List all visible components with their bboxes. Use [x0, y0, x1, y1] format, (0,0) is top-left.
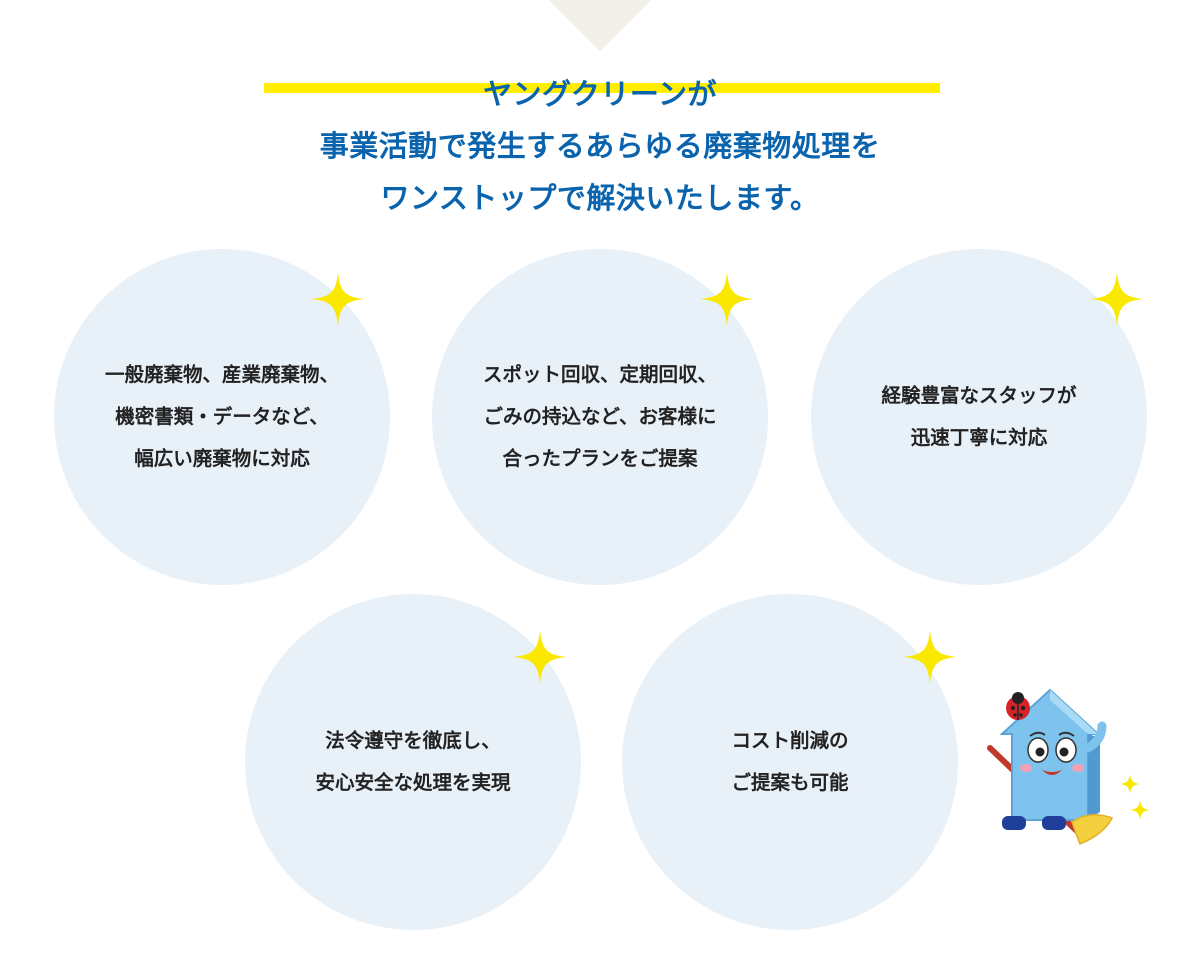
feature-3-line-1: 経験豊富なスタッフが: [881, 384, 1077, 407]
house-mascot-icon: [987, 688, 1150, 845]
feature-2-line-1: スポット回収、定期回収、: [482, 363, 717, 386]
headline-line-3: ワンストップで解決いたします。: [380, 181, 820, 215]
section-notch: [547, 0, 653, 52]
feature-text-3: 経験豊富なスタッフが 迅速丁寧に対応: [881, 375, 1076, 459]
sparkle-icon: [513, 630, 567, 684]
feature-text-2: スポット回収、定期回収、 ごみの持込など、お客様に 合ったプランをご提案: [483, 354, 717, 480]
headline-highlight-marker: [264, 83, 940, 93]
feature-4-line-1: 法令遵守を徹底し、: [325, 729, 501, 752]
feature-circle-2: スポット回収、定期回収、 ごみの持込など、お客様に 合ったプランをご提案: [432, 249, 768, 585]
feature-5-line-1: コスト削減の: [731, 729, 849, 752]
feature-3-line-2: 迅速丁寧に対応: [910, 426, 1048, 449]
feature-text-4: 法令遵守を徹底し、 安心安全な処理を実現: [315, 720, 510, 804]
feature-4-line-2: 安心安全な処理を実現: [315, 771, 511, 794]
feature-1-line-1: 一般廃棄物、産業廃棄物、: [104, 363, 339, 386]
feature-circle-5: コスト削減の ご提案も可能: [622, 594, 958, 930]
sparkle-icon: [1090, 272, 1144, 326]
headline-line-1: ヤングクリーンが: [483, 77, 717, 111]
feature-circle-3: 経験豊富なスタッフが 迅速丁寧に対応: [811, 249, 1147, 585]
sparkle-icon: [311, 272, 365, 326]
feature-circle-4: 法令遵守を徹底し、 安心安全な処理を実現: [245, 594, 581, 930]
feature-text-1: 一般廃棄物、産業廃棄物、 機密書類・データなど、 幅広い廃棄物に対応: [105, 354, 339, 480]
feature-2-line-2: ごみの持込など、お客様に: [483, 405, 717, 428]
feature-text-5: コスト削減の ご提案も可能: [731, 720, 848, 804]
sparkle-icon: [903, 630, 957, 684]
feature-2-line-3: 合ったプランをご提案: [502, 447, 698, 470]
headline-line-2: 事業活動で発生するあらゆる廃棄物処理を: [319, 129, 881, 163]
feature-1-line-2: 機密書類・データなど、: [115, 405, 329, 428]
feature-1-line-3: 幅広い廃棄物に対応: [134, 447, 310, 470]
sparkle-icon: [700, 272, 754, 326]
feature-5-line-2: ご提案も可能: [731, 771, 849, 794]
headline: ヤングクリーンが 事業活動で発生するあらゆる廃棄物処理を ワンストップで解決いた…: [0, 68, 1200, 224]
